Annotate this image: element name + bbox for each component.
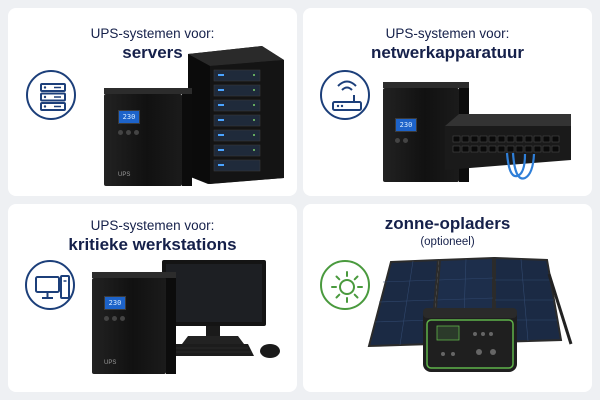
card-workstations: UPS-systemen voor: kritieke werkstations… <box>8 204 297 392</box>
ups-unit: 230 UPS <box>92 272 176 374</box>
card-title-line1: UPS-systemen voor: <box>385 26 510 41</box>
ups-display: 230 <box>104 296 126 310</box>
card-title-line2: (optioneel) <box>420 236 475 248</box>
card-title-line1: UPS-systemen voor: <box>90 26 215 41</box>
sun-icon <box>320 260 370 310</box>
card-servers: UPS-systemen voor: servers <box>8 8 297 196</box>
solar-panel-image <box>367 256 573 372</box>
ups-brand-label: UPS <box>118 172 131 178</box>
workstation-image <box>156 260 280 358</box>
card-solar: zonne-opladers (optioneel) <box>303 204 592 392</box>
card-title-line2: netwerkapparatuur <box>370 43 525 62</box>
server-rack-icon <box>26 70 76 120</box>
server-rack-image <box>188 46 284 184</box>
network-switch-image <box>445 114 571 180</box>
desktop-computer-icon <box>25 260 75 310</box>
ups-unit: 230 UPS <box>104 88 192 186</box>
card-network: UPS-systemen voor: netwerkapparatuur 230 <box>303 8 592 196</box>
card-title-line1: zonne-opladers <box>384 214 511 233</box>
ups-display: 230 <box>395 118 417 132</box>
ups-display: 230 <box>118 110 140 124</box>
card-title-line2: servers <box>122 43 183 62</box>
wifi-router-icon <box>320 70 370 120</box>
ups-brand-label: UPS <box>104 360 117 366</box>
card-title-line2: kritieke werkstations <box>68 235 237 254</box>
card-title-line1: UPS-systemen voor: <box>90 218 215 233</box>
